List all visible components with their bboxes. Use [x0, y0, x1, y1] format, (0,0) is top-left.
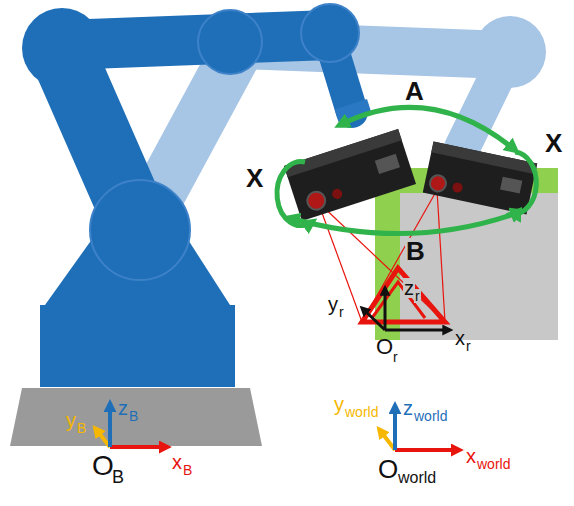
origin-label: O — [92, 452, 114, 480]
arm-joint — [22, 8, 102, 88]
shoulder-joint — [90, 180, 190, 280]
axis-subscript: world — [414, 409, 447, 423]
axis-subscript: world — [345, 405, 378, 419]
camera-rays — [318, 190, 445, 322]
axis-label: z — [118, 398, 128, 418]
axis-label: x — [455, 328, 465, 348]
axis-label: x — [172, 452, 182, 472]
frame-world — [379, 405, 460, 450]
axis-label: z — [403, 398, 413, 418]
camera — [423, 142, 537, 215]
axis-label: y — [66, 410, 76, 430]
transform-arrows — [277, 107, 536, 233]
base-slab — [10, 388, 262, 446]
transform-label: A — [405, 78, 424, 104]
axis-subscript: world — [477, 457, 510, 471]
axis-subscript: r — [339, 305, 344, 319]
ghost-joint — [474, 16, 546, 88]
axis-label: y — [328, 294, 338, 314]
origin-label: O — [376, 336, 393, 358]
axis-subscript: r — [414, 289, 421, 303]
axis-subscript: world — [398, 470, 436, 486]
axis-subscript: r — [466, 339, 471, 353]
axis-subscript: B — [129, 409, 138, 423]
axis-subscript: r — [393, 350, 398, 364]
target-frame — [362, 268, 445, 322]
camera — [284, 129, 416, 221]
frame-base — [95, 403, 168, 447]
axis-label: y — [334, 394, 344, 414]
axis-label: x — [466, 446, 476, 466]
transform-label: X — [545, 130, 562, 156]
transform-label: B — [405, 238, 426, 264]
axis-subscript: B — [112, 468, 124, 486]
axis-subscript: B — [183, 463, 192, 477]
arm-joint — [198, 10, 262, 74]
target-frame-inner — [372, 282, 425, 318]
arm-joint — [301, 4, 359, 62]
origin-label: O — [378, 456, 398, 482]
ghost-arm — [140, 45, 505, 230]
axis-subscript: B — [77, 421, 86, 435]
pedestal-base — [40, 305, 235, 387]
transform-label: X — [246, 165, 263, 191]
